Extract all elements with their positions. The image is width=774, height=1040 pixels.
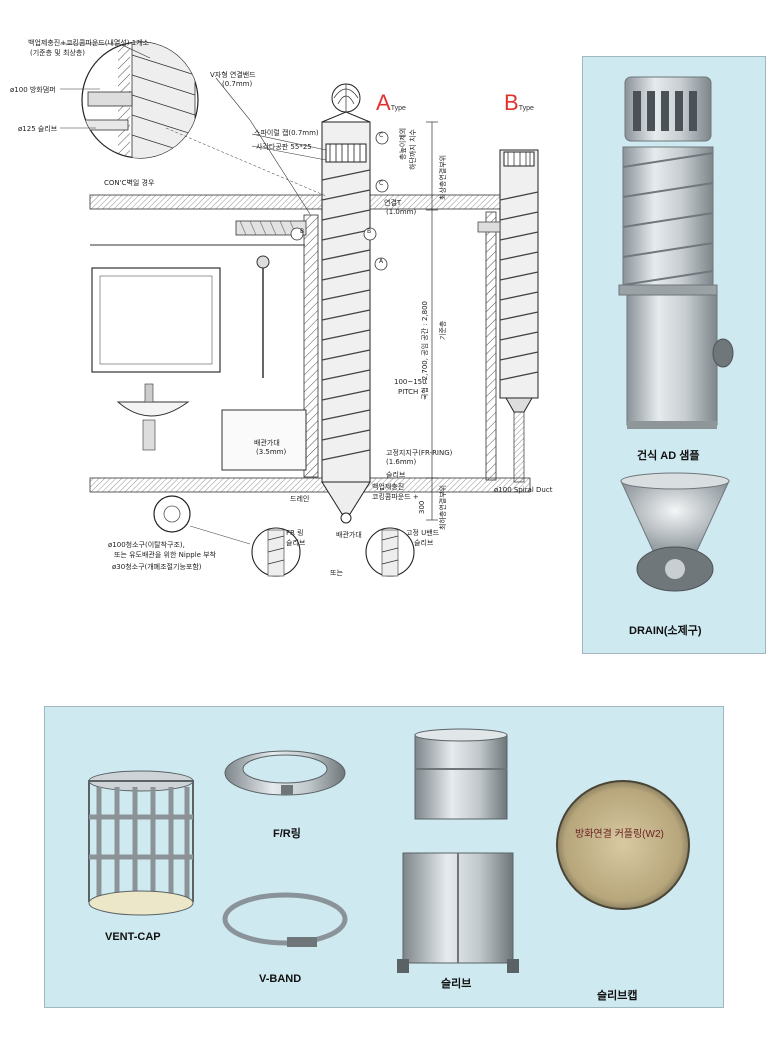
label-sleeve-2: 슬리브 [286,539,306,547]
label-dim-top-1: 최상층연결부위 [439,154,447,200]
label-pipe-support-2: (3.5mm) [256,448,287,456]
label-backup-top-2: (기준층 및 최상층) [30,49,85,57]
label-sleeve: 슬리브 [386,471,406,479]
label-drain: 드레인 [290,495,310,503]
label-dim-bottom: 최하층연결부위 [439,484,447,530]
label-dim-top-2: 하단까지 치수 [409,129,417,170]
label-fixing-u: 고정 U밴드 [406,529,440,537]
type-b-letter: B [504,90,519,115]
ceiling-slab [89,194,531,210]
marker-b-2: B [367,228,372,235]
detail-magnifier [81,41,199,159]
right-photo-panel: 건식 AD 샘플 DRAIN(소제구) [582,56,766,654]
parts-photo [88,728,690,973]
label-concrete-wall: CON'C벽일 경우 [104,179,155,187]
label-damper: ø100 방화댐퍼 [10,86,56,94]
label-sleeve125: ø125 슬리브 [18,125,58,133]
label-spiral-duct: ø100 Spiral Duct [494,486,553,494]
label-dim-mid-1: 국협 : 2,700, 공임 공간 : 2,800 [421,300,429,400]
type-a-word: Type [390,105,406,112]
label-pitch: 100~150 [394,378,427,386]
type-b-title: BType [504,90,534,116]
caption-vent-cap: VENT-CAP [105,931,161,943]
label-pipe-support-3: 배관가대 [336,531,362,539]
label-bottom-note-3: ø30청소구(개폐조절기능포함) [112,563,202,571]
wall-section [303,214,319,478]
bottom-parts-panel: VENT-CAP F/R링 V-BAND 슬리브 방화연결 커플링(W2) 슬리… [44,706,724,1008]
marker-c-2: C [379,180,384,187]
label-pipe-support: 배관가대 [254,439,280,447]
caption-sleeve-cap: 슬리브캡 [597,990,638,1002]
marker-b-1: B [300,228,305,235]
caption-fr-ring: F/R링 [273,828,301,840]
caption-v-band: V-BAND [259,973,302,985]
cleanout-detail [153,495,191,533]
marker-c-1: C [379,132,384,139]
label-fixing: 고정지지구(FR-RING) [386,449,453,457]
label-sleeve-3: 슬리브 [414,539,434,547]
caption-ad-sample: 건식 AD 샘플 [637,450,700,462]
label-backup-2: 코킹콤파운드 + [372,493,419,501]
caption-drain: DRAIN(소제구) [629,625,702,637]
label-pitch-2: PITCH [398,388,419,396]
label-bottom-note-2: 또는 유도배관을 위한 Nipple 부착 [114,551,217,559]
label-or: 또는 [330,569,343,577]
label-dim-300: 300 [418,500,426,514]
caption-coupling: 방화연결 커플링(W2) [575,829,664,840]
label-fixing-2: (1.6mm) [386,458,417,466]
label-backup: 백업제충진 [372,483,405,491]
label-backup-top: 백업제충진+코킹콤파운드(내열성) 1개소 [28,39,150,47]
caption-sleeve: 슬리브 [441,978,472,990]
mirror [91,267,221,373]
label-fr-ring: FR 링 [286,529,304,537]
floor-slab [89,477,531,493]
label-square-plate: 사각타공판 55*25 [256,143,312,151]
type-b-duct [477,149,539,483]
marker-a: A [379,258,384,265]
label-spiral-cap: 스파이럴 캡(0.7mm) [254,129,319,137]
type-a-duct [321,83,371,524]
label-tee-2: (1.0mm) [386,208,417,216]
ad-sample-photo [618,76,734,592]
label-dim-mid-2: 기준층 [439,320,447,340]
technical-diagram [60,41,539,577]
label-vband-2: (0.7mm) [222,80,253,88]
label-vband: V자형 연결밴드 [210,71,256,79]
label-tee: 연결T [384,199,402,207]
type-a-letter: A [376,90,391,115]
type-b-word: Type [518,105,534,112]
label-bottom-note-1: ø100청소구(이탈착구조), [108,541,185,549]
label-dim-top-3: 층높이제외 [399,127,407,160]
type-a-title: AType [376,90,406,116]
